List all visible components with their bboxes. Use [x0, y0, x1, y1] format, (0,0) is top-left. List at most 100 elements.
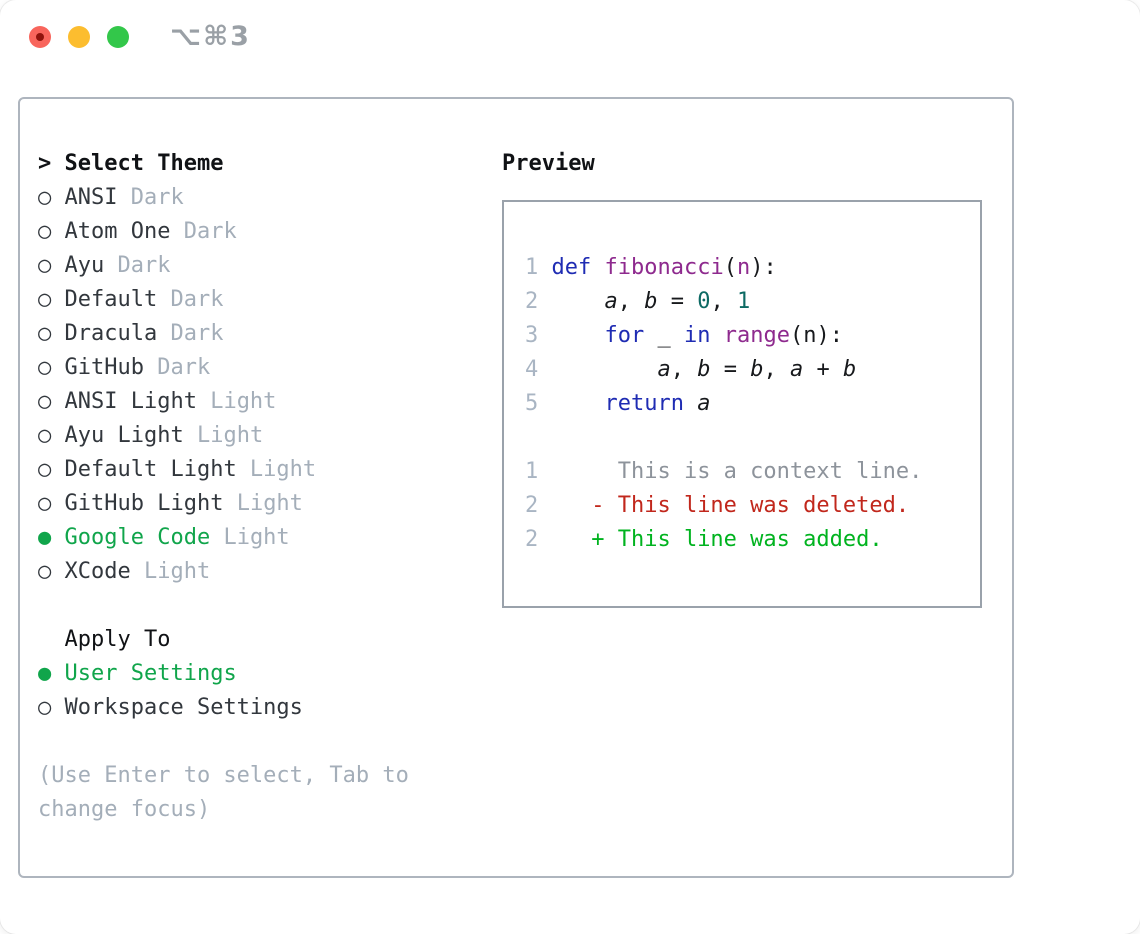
theme-item[interactable]: ○ ANSI Light Light [38, 385, 482, 419]
apply-to-option[interactable]: ○ Workspace Settings [38, 691, 482, 725]
code-line: 1 def fibonacci(n): [525, 251, 980, 285]
code-token: a [789, 357, 804, 382]
apply-to-options-list: ● User Settings○ Workspace Settings [38, 657, 482, 725]
theme-variant: Light [210, 525, 290, 550]
theme-item[interactable]: ● Google Code Light [38, 521, 482, 555]
theme-variant: Dark [104, 253, 171, 278]
diff-text: - This line was deleted. [538, 493, 910, 518]
code-token: a [697, 391, 711, 416]
radio-selected-icon: ● [38, 661, 65, 686]
radio-icon: ○ [38, 185, 65, 210]
maximize-button[interactable] [107, 26, 129, 48]
select-theme-header: > Select Theme [38, 147, 482, 181]
theme-name: XCode [64, 559, 131, 584]
spacer [38, 589, 482, 623]
line-number: 2 [525, 289, 552, 314]
theme-item[interactable]: ○ Default Light Light [38, 453, 482, 487]
help-text: (Use Enter to select, Tab to change focu… [38, 763, 409, 822]
code-token [552, 323, 605, 348]
code-token: + [803, 357, 843, 382]
close-dot-icon [36, 33, 44, 41]
code-token: , [763, 357, 790, 382]
code-token: n [736, 255, 751, 280]
theme-item[interactable]: ○ GitHub Light Light [38, 487, 482, 521]
line-number: 1 [525, 459, 539, 484]
theme-name: Atom One [64, 219, 171, 244]
code-line: 5 return a [525, 387, 980, 421]
select-theme-title: Select Theme [64, 151, 224, 176]
diff-line: 1 This is a context line. [525, 455, 980, 489]
theme-variant: Light [183, 423, 264, 448]
theme-name: Ayu [64, 253, 105, 278]
theme-item[interactable]: ○ Ayu Light Light [38, 419, 482, 453]
theme-item[interactable]: ○ ANSI Dark [38, 181, 482, 215]
line-number: 4 [525, 357, 552, 382]
code-token: in [683, 323, 711, 348]
theme-item[interactable]: ○ Atom One Dark [38, 215, 482, 249]
line-number: 2 [525, 527, 539, 552]
theme-variant: Light [236, 457, 317, 482]
code-token: b [697, 357, 711, 382]
theme-variant: Dark [143, 355, 211, 380]
apply-to-option-label: Workspace Settings [64, 695, 303, 720]
titlebar: ⌥⌘3 [0, 0, 1140, 97]
code-token: = [710, 357, 751, 382]
theme-item[interactable]: ○ Dracula Dark [38, 317, 482, 351]
close-button[interactable] [29, 26, 51, 48]
keyboard-shortcut-label: ⌥⌘3 [170, 21, 251, 52]
code-token [591, 255, 604, 280]
theme-options-list: ○ ANSI Dark○ Atom One Dark○ Ayu Dark○ De… [38, 181, 482, 589]
theme-variant: Dark [157, 321, 224, 346]
apply-to-option[interactable]: ● User Settings [38, 657, 482, 691]
theme-item[interactable]: ○ GitHub Dark [38, 351, 482, 385]
preview-column: Preview 1 def fibonacci(n):2 a, b = 0, 1… [502, 147, 982, 876]
theme-name: GitHub Light [64, 491, 224, 516]
blank-line [525, 421, 980, 455]
code-token: b [750, 357, 764, 382]
apply-to-option-label: User Settings [64, 661, 237, 686]
radio-icon: ○ [38, 219, 65, 244]
theme-name: Dracula [64, 321, 158, 346]
code-token: def [551, 255, 592, 280]
theme-name: ANSI [64, 185, 118, 210]
code-token: b [644, 289, 658, 314]
theme-name: Ayu Light [64, 423, 184, 448]
theme-variant: Light [130, 559, 211, 584]
theme-list-column: > Select Theme ○ ANSI Dark○ Atom One Dar… [38, 147, 482, 876]
line-number: 5 [525, 391, 552, 416]
radio-icon: ○ [38, 287, 65, 312]
theme-name: Default [64, 287, 158, 312]
radio-icon: ○ [38, 559, 65, 584]
code-token: b [842, 357, 857, 382]
code-line: 3 for _ in range(n): [525, 319, 980, 353]
radio-icon: ○ [38, 355, 65, 380]
code-line: 2 a, b = 0, 1 [525, 285, 980, 319]
theme-variant: Light [223, 491, 303, 516]
code-token: a [604, 289, 618, 314]
theme-item[interactable]: ○ Ayu Dark [38, 249, 482, 283]
code-token [552, 289, 605, 314]
radio-icon: ○ [38, 389, 65, 414]
code-token: , [670, 357, 698, 382]
code-token: (n): [789, 323, 843, 348]
code-token: ( [723, 255, 737, 280]
radio-icon: ○ [38, 321, 65, 346]
line-number: 1 [525, 255, 552, 280]
code-token: , [617, 289, 645, 314]
theme-variant: Dark [117, 185, 184, 210]
theme-variant: Dark [157, 287, 224, 312]
code-token [552, 357, 658, 382]
apply-to-title: Apply To [64, 627, 171, 652]
theme-item[interactable]: ○ Default Dark [38, 283, 482, 317]
theme-item[interactable]: ○ XCode Light [38, 555, 482, 589]
spacer [38, 725, 482, 759]
code-token: , [710, 289, 737, 314]
radio-icon: ○ [38, 491, 65, 516]
diff-line: 2 - This line was deleted. [525, 489, 980, 523]
code-token: = [657, 289, 698, 314]
minimize-button[interactable] [68, 26, 90, 48]
code-token: fibonacci [604, 255, 724, 280]
